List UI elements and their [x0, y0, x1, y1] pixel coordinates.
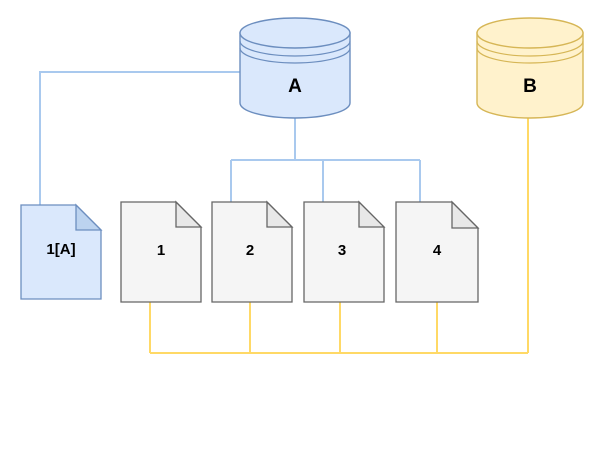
document-4-fold [451, 200, 480, 229]
document-node-3[interactable]: 3 [303, 200, 386, 303]
document-2-fold [266, 200, 294, 228]
document-1-label: 1 [157, 242, 165, 259]
yellow-edge-group [149, 118, 529, 354]
cylinder-b-ring-1 [476, 40, 584, 57]
document-node-1[interactable]: 1 [120, 200, 203, 303]
cylinder-a-top [239, 17, 351, 49]
document-4-label: 4 [433, 242, 442, 259]
document-3-fold [358, 200, 386, 228]
cylinder-a-ring-2 [239, 47, 351, 64]
cylinder-a-label: A [288, 76, 302, 97]
cylinder-b-ring-2 [476, 47, 584, 64]
document-node-blue[interactable]: 1[A] [20, 203, 103, 300]
document-2-label: 2 [246, 242, 254, 259]
cylinder-a-ring-1 [239, 40, 351, 57]
cylinder-b-label: B [523, 76, 537, 97]
document-blue-fold [75, 203, 103, 231]
cylinder-a[interactable]: A [239, 17, 351, 119]
document-blue-label: 1[A] [46, 241, 75, 258]
document-node-2[interactable]: 2 [211, 200, 294, 303]
blue-edge-group [39, 71, 421, 205]
cylinder-b-top [476, 17, 584, 49]
cylinder-b[interactable]: B [476, 17, 584, 119]
document-node-4[interactable]: 4 [395, 200, 480, 303]
edge-a-to-doc-blue[interactable] [39, 71, 240, 205]
document-1-fold [175, 200, 203, 228]
document-3-label: 3 [338, 242, 346, 259]
